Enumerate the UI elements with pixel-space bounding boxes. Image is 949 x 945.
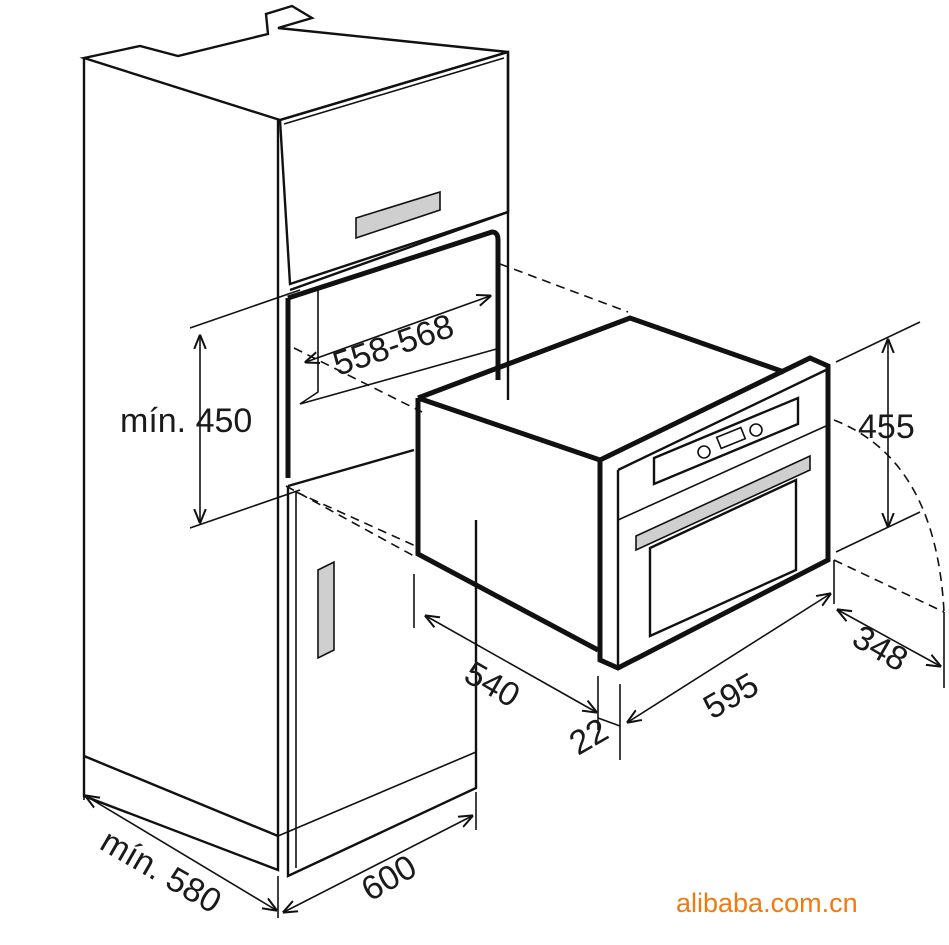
label-height-niche: mín. 450: [120, 402, 252, 440]
lower-handle: [317, 560, 335, 660]
label-oven-width: 595: [697, 666, 765, 727]
display: [715, 426, 747, 450]
oven-handle: [635, 454, 811, 552]
label-oven-depth: 540: [458, 654, 526, 715]
label-width-niche: 558-568: [328, 307, 458, 384]
upper-handle: [355, 190, 441, 240]
label-cabinet-depth: mín. 580: [94, 822, 228, 921]
tall-cabinet: [79, 4, 510, 878]
label-oven-height: 455: [858, 408, 915, 446]
knob-left: [697, 445, 711, 459]
watermark: alibaba.com.cn: [676, 888, 858, 918]
dimension-lines: [84, 289, 945, 918]
label-front-thickness: 22: [563, 711, 615, 763]
knob-right: [749, 423, 763, 437]
install-guides: [285, 263, 945, 613]
label-door-swing: 348: [846, 618, 914, 679]
label-cabinet-width: 600: [355, 848, 423, 909]
oven: [415, 315, 831, 671]
